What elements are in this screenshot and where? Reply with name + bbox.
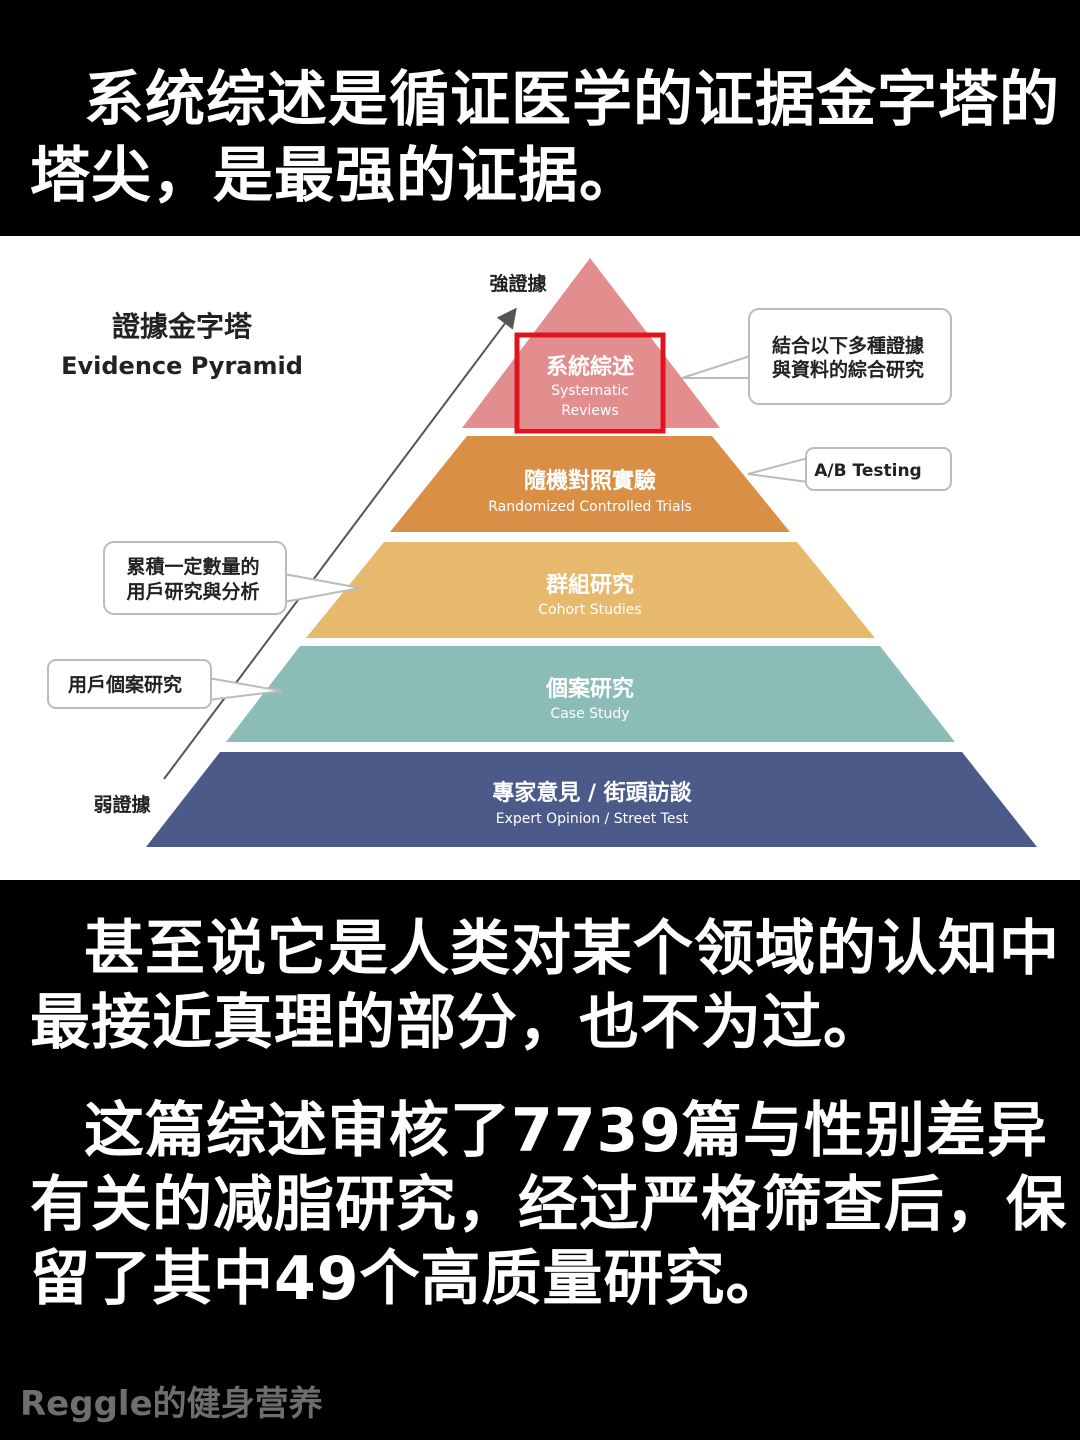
- callout-cohort-line1: 累積一定數量的: [126, 555, 259, 578]
- pyramid-title-en: Evidence Pyramid: [61, 352, 303, 380]
- callout-case: [47, 659, 212, 709]
- tier-expert-opinion: [146, 752, 1037, 847]
- evidence-pyramid-figure: 系統綜述 Systematic Reviews 隨機對照實驗 Randomize…: [0, 236, 1080, 880]
- paragraph-3: 这篇综述审核了7739篇与性别差异有关的减脂研究，经过严格筛查后，保留了其中49…: [30, 1096, 1067, 1314]
- callout-systematic-line1: 結合以下多種證據: [772, 334, 925, 357]
- tier-case-study: [226, 646, 955, 742]
- weak-evidence-label: 弱證據: [93, 793, 151, 816]
- tier-cohort: [306, 542, 875, 638]
- callout-rct: [805, 447, 952, 491]
- tier-case-cn: 個案研究: [545, 676, 634, 702]
- tier-rct: [390, 436, 790, 532]
- tier-rct-en: Randomized Controlled Trials: [488, 499, 692, 515]
- callout-pointer-rct: [747, 456, 809, 484]
- tier-case-en: Case Study: [550, 706, 629, 722]
- callout-systematic: [748, 308, 952, 405]
- callout-cohort-line2: 用戶研究與分析: [126, 580, 259, 603]
- highlight-box: [514, 332, 666, 434]
- tier-systematic-en-1: Systematic: [551, 383, 629, 399]
- tier-systematic-reviews: [462, 258, 720, 428]
- strong-evidence-label: 強證據: [489, 272, 547, 295]
- tier-expert-en: Expert Opinion / Street Test: [496, 811, 689, 827]
- evidence-pyramid-diagram: 系統綜述 Systematic Reviews 隨機對照實驗 Randomize…: [47, 258, 1037, 847]
- tier-cohort-en: Cohort Studies: [538, 602, 641, 618]
- top-paragraph: 系统综述是循证医学的证据金字塔的塔尖，是最强的证据。: [30, 65, 1060, 211]
- tier-systematic-en-2: Reviews: [561, 403, 618, 419]
- tier-expert-cn: 專家意見 / 街頭訪談: [492, 780, 692, 806]
- tier-rct-cn: 隨機對照實驗: [524, 468, 656, 494]
- paragraph-2: 甚至说它是人类对某个领域的认知中最接近真理的部分，也不为过。: [30, 914, 1060, 1058]
- tier-cohort-cn: 群組研究: [546, 572, 634, 598]
- watermark: Reggle的健身营养: [20, 1384, 323, 1424]
- callout-case-text: 用戶個案研究: [68, 673, 182, 696]
- strength-arrow: [163, 307, 517, 780]
- callout-pointer-systematic: [681, 354, 751, 379]
- pyramid-title-cn: 證據金字塔: [112, 310, 253, 343]
- callout-systematic-line2: 與資料的綜合研究: [772, 358, 924, 381]
- callout-rct-text: A/B Testing: [814, 461, 921, 481]
- tier-systematic-cn: 系統綜述: [546, 354, 634, 380]
- callout-cohort: [103, 541, 287, 615]
